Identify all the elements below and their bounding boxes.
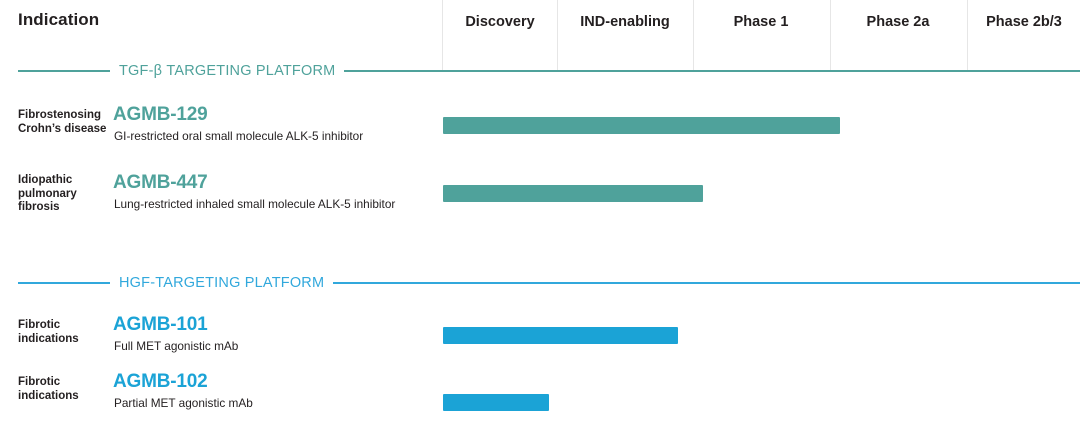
page-title: Indication (18, 10, 100, 29)
column-divider-3 (830, 0, 831, 70)
indication-line: Fibrotic (18, 376, 61, 388)
indication-line: fibrosis (18, 201, 60, 213)
indication-line: Idiopathic (18, 174, 73, 186)
drug-description-agmb-447: Lung-restricted inhaled small molecule A… (114, 197, 396, 211)
platform-rule-right (333, 282, 1080, 284)
progress-bar-agmb-101 (443, 327, 678, 344)
indication-line: indications (18, 332, 79, 345)
platform-label: HGF-TARGETING PLATFORM (119, 275, 325, 291)
platform-label: TGF-β TARGETING PLATFORM (119, 63, 336, 79)
indication-line: Crohn’s disease (18, 122, 107, 135)
drug-name-agmb-101: AGMB-101 (113, 314, 208, 335)
drug-description-agmb-102: Partial MET agonistic mAb (114, 396, 253, 410)
progress-bar-agmb-102 (443, 394, 549, 411)
platform-band-tgf-targeting-platform: TGF-β TARGETING PLATFORM (0, 62, 1080, 80)
platform-rule-right (344, 70, 1080, 72)
platform-rule-left (18, 70, 110, 72)
platform-rule-left (18, 282, 110, 284)
column-header-phase-2a: Phase 2a (866, 14, 930, 30)
drug-name-agmb-447: AGMB-447 (113, 172, 208, 193)
indication-line: pulmonary (18, 187, 77, 200)
column-header-ind-enabling: IND-enabling (580, 14, 670, 30)
column-divider-2 (693, 0, 694, 70)
column-divider-1 (557, 0, 558, 70)
column-header-discovery: Discovery (465, 14, 535, 30)
indication-line: Fibrotic (18, 319, 61, 331)
drug-description-agmb-129: GI-restricted oral small molecule ALK-5 … (114, 129, 364, 143)
column-header-phase-1: Phase 1 (733, 14, 789, 30)
column-header-phase-2b-3: Phase 2b/3 (986, 14, 1062, 30)
drug-name-agmb-102: AGMB-102 (113, 371, 208, 392)
column-divider-0 (442, 0, 443, 70)
progress-bar-agmb-129 (443, 117, 840, 134)
indication-line: Fibrostenosing (18, 109, 102, 121)
progress-bar-agmb-447 (443, 185, 703, 202)
indication-line: indications (18, 389, 79, 402)
platform-band-hgf-targeting-platform: HGF-TARGETING PLATFORM (0, 274, 1080, 292)
column-divider-4 (967, 0, 968, 70)
drug-name-agmb-129: AGMB-129 (113, 104, 208, 125)
drug-description-agmb-101: Full MET agonistic mAb (114, 339, 239, 353)
